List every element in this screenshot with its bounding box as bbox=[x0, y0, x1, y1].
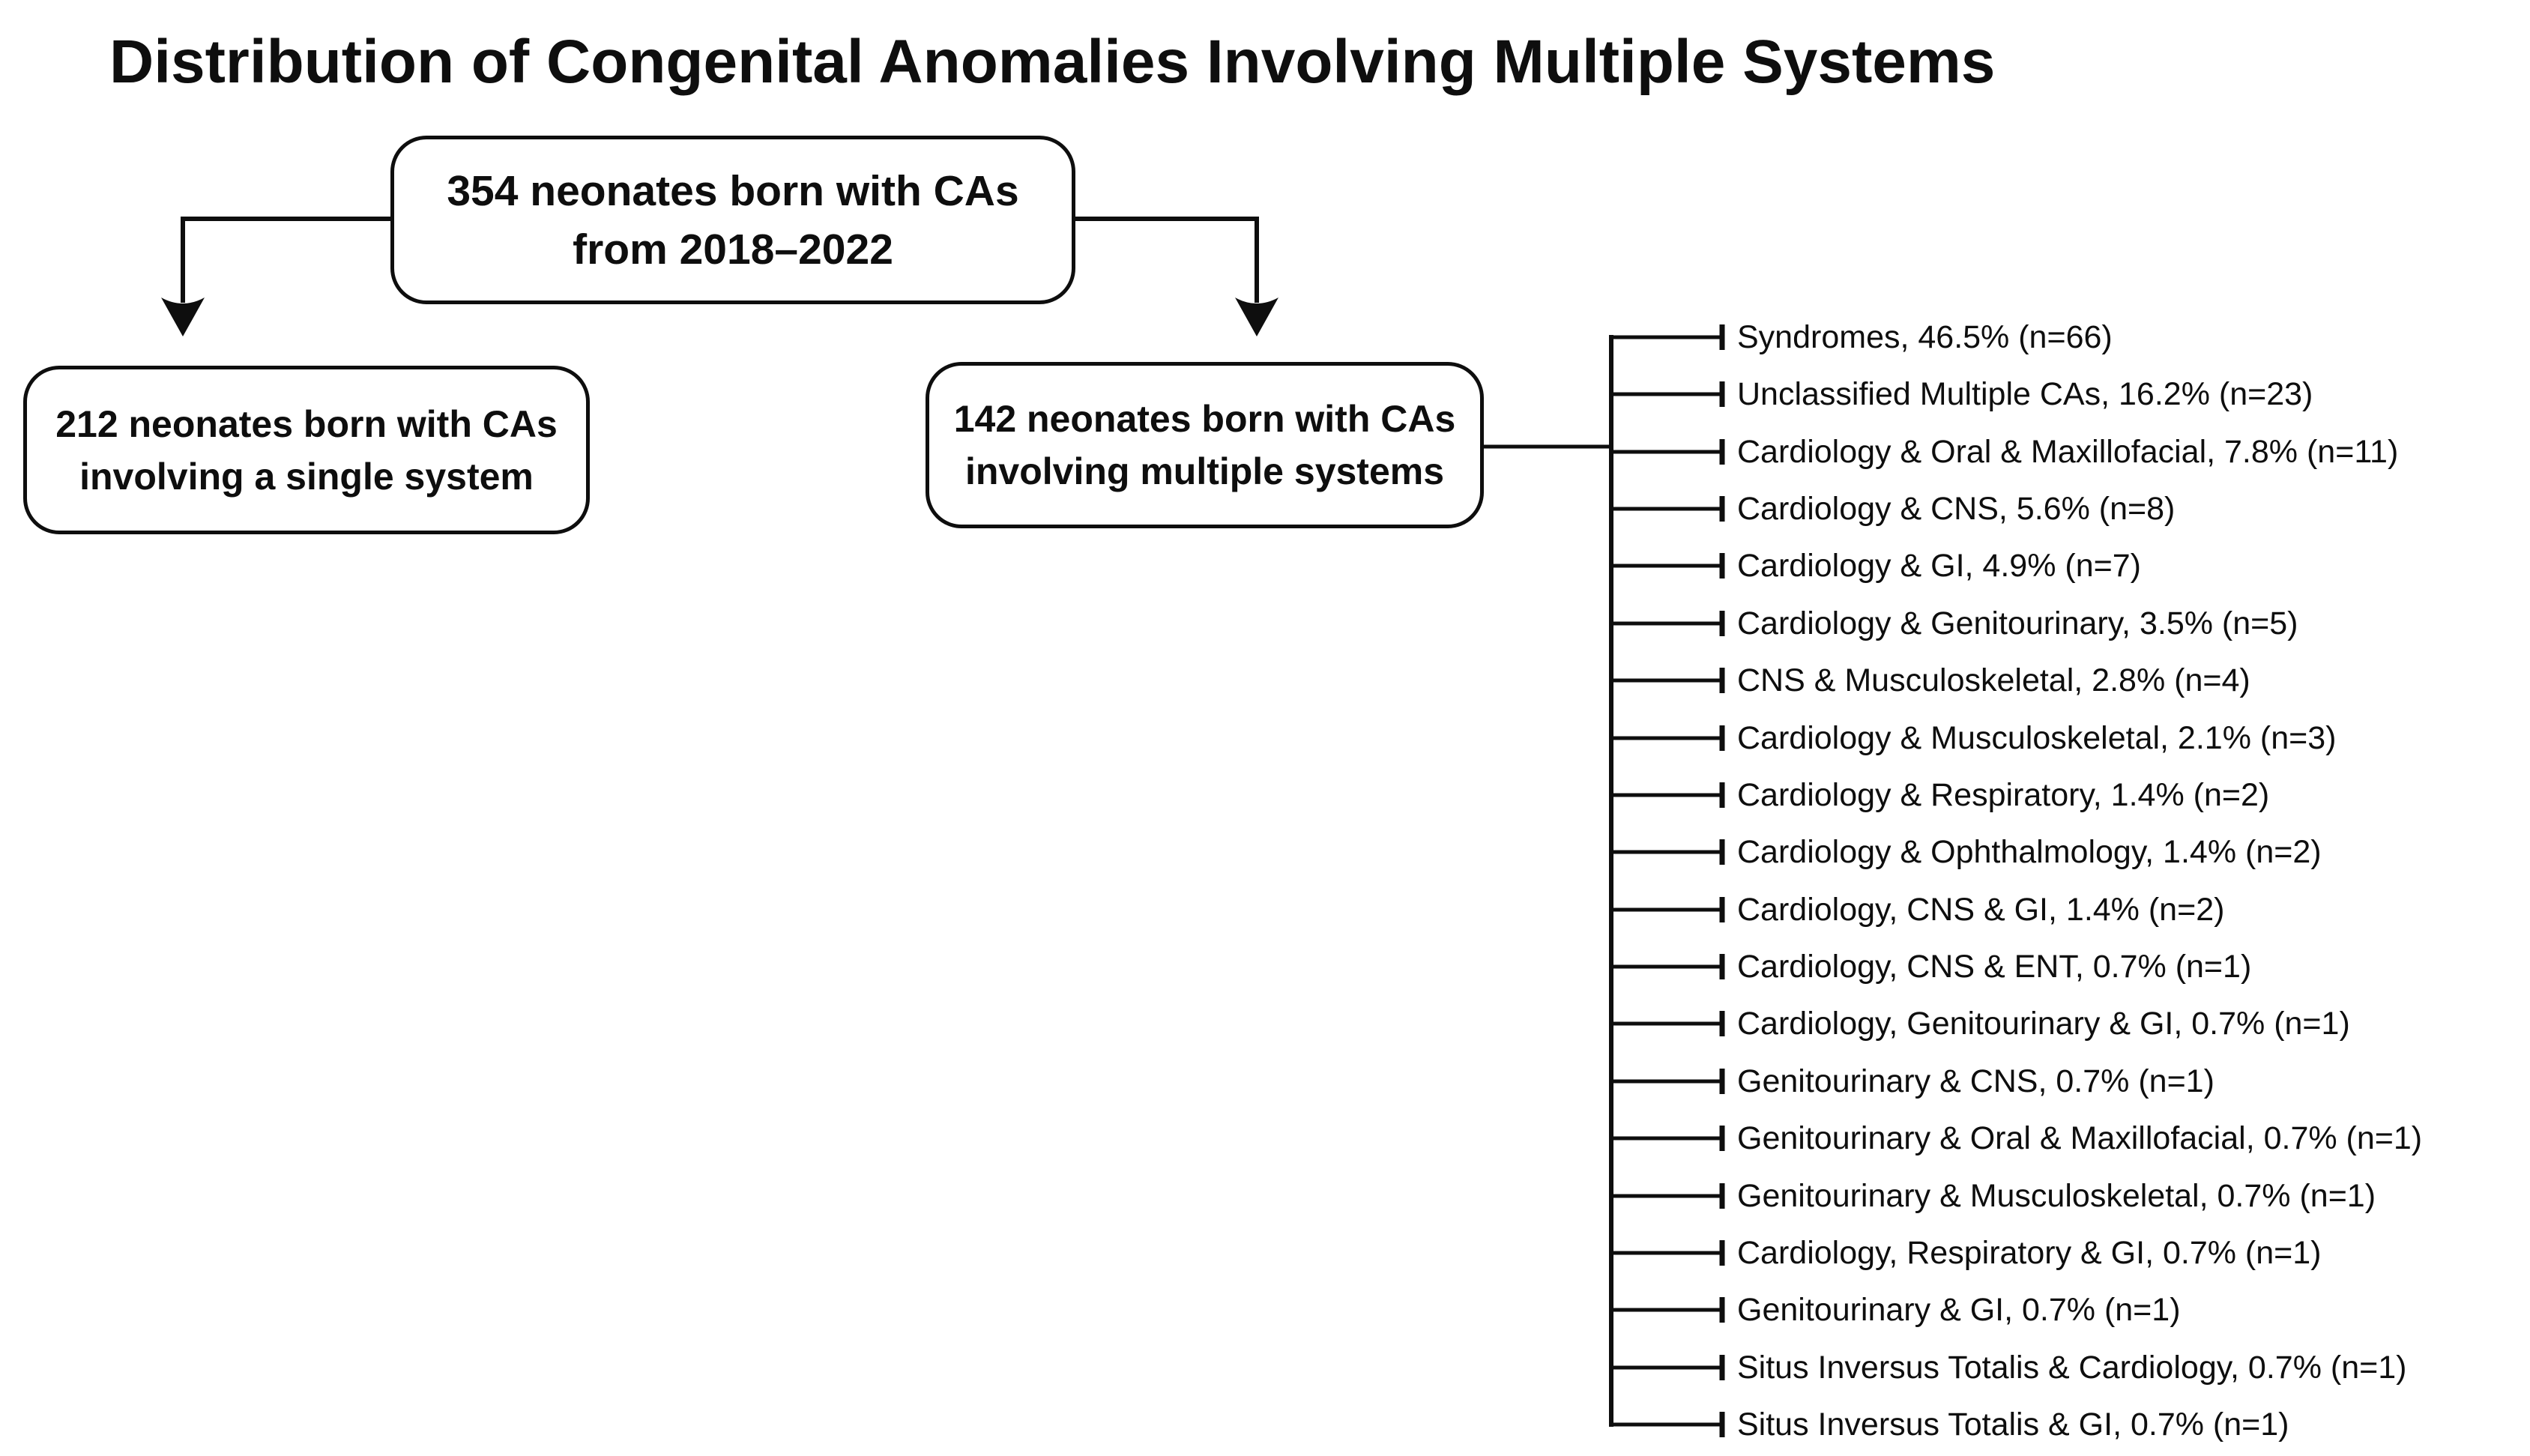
breakdown-item: Cardiology, Respiratory & GI, 0.7% (n=1) bbox=[1737, 1235, 2322, 1271]
breakdown-item: Cardiology & Oral & Maxillofacial, 7.8% … bbox=[1737, 434, 2399, 470]
single-system-box-line2: involving a single system bbox=[79, 455, 534, 498]
multiple-systems-box-line1: 142 neonates born with CAs bbox=[953, 398, 1456, 440]
breakdown-item: Cardiology & CNS, 5.6% (n=8) bbox=[1737, 491, 2176, 527]
breakdown-item: Cardiology, CNS & ENT, 0.7% (n=1) bbox=[1737, 949, 2252, 985]
tree-branches bbox=[1609, 324, 1725, 1437]
breakdown-item: Unclassified Multiple CAs, 16.2% (n=23) bbox=[1737, 376, 2313, 412]
breakdown-item: Genitourinary & Oral & Maxillofacial, 0.… bbox=[1737, 1120, 2423, 1156]
arrow-to-multiple-systems bbox=[1071, 217, 1259, 303]
breakdown-item: CNS & Musculoskeletal, 2.8% (n=4) bbox=[1737, 662, 2250, 698]
arrowhead-down-right-icon bbox=[1235, 297, 1278, 336]
root-box-line2: from 2018–2022 bbox=[573, 225, 893, 274]
breakdown-item: Cardiology & Respiratory, 1.4% (n=2) bbox=[1737, 777, 2270, 813]
breakdown-item: Cardiology, CNS & GI, 1.4% (n=2) bbox=[1737, 892, 2225, 928]
arrowhead-down-left-icon bbox=[161, 297, 205, 336]
breakdown-item: Cardiology & Genitourinary, 3.5% (n=5) bbox=[1737, 605, 2298, 641]
root-box-line1: 354 neonates born with CAs bbox=[447, 166, 1019, 215]
breakdown-item: Cardiology & Musculoskeletal, 2.1% (n=3) bbox=[1737, 720, 2337, 756]
breakdown-item: Genitourinary & CNS, 0.7% (n=1) bbox=[1737, 1063, 2214, 1099]
multiple-systems-box: 142 neonates born with CAs involving mul… bbox=[926, 362, 1484, 528]
arrow-to-single-system bbox=[181, 217, 390, 303]
breakdown-item: Syndromes, 46.5% (n=66) bbox=[1737, 319, 2113, 355]
breakdown-item: Situs Inversus Totalis & Cardiology, 0.7… bbox=[1737, 1350, 2407, 1386]
breakdown-item: Cardiology & GI, 4.9% (n=7) bbox=[1737, 548, 2141, 584]
multiple-systems-box-line2: involving multiple systems bbox=[964, 450, 1445, 492]
breakdown-item: Genitourinary & Musculoskeletal, 0.7% (n… bbox=[1737, 1178, 2376, 1214]
single-system-box-line1: 212 neonates born with CAs bbox=[55, 402, 558, 445]
breakdown-item: Cardiology & Ophthalmology, 1.4% (n=2) bbox=[1737, 834, 2322, 870]
root-box: 354 neonates born with CAs from 2018–202… bbox=[390, 136, 1075, 304]
breakdown-item: Situs Inversus Totalis & GI, 0.7% (n=1) bbox=[1737, 1407, 2289, 1443]
breakdown-item: Genitourinary & GI, 0.7% (n=1) bbox=[1737, 1292, 2181, 1328]
breakdown-item: Cardiology, Genitourinary & GI, 0.7% (n=… bbox=[1737, 1006, 2350, 1042]
single-system-box: 212 neonates born with CAs involving a s… bbox=[23, 366, 590, 534]
figure-title: Distribution of Congenital Anomalies Inv… bbox=[109, 28, 1996, 96]
